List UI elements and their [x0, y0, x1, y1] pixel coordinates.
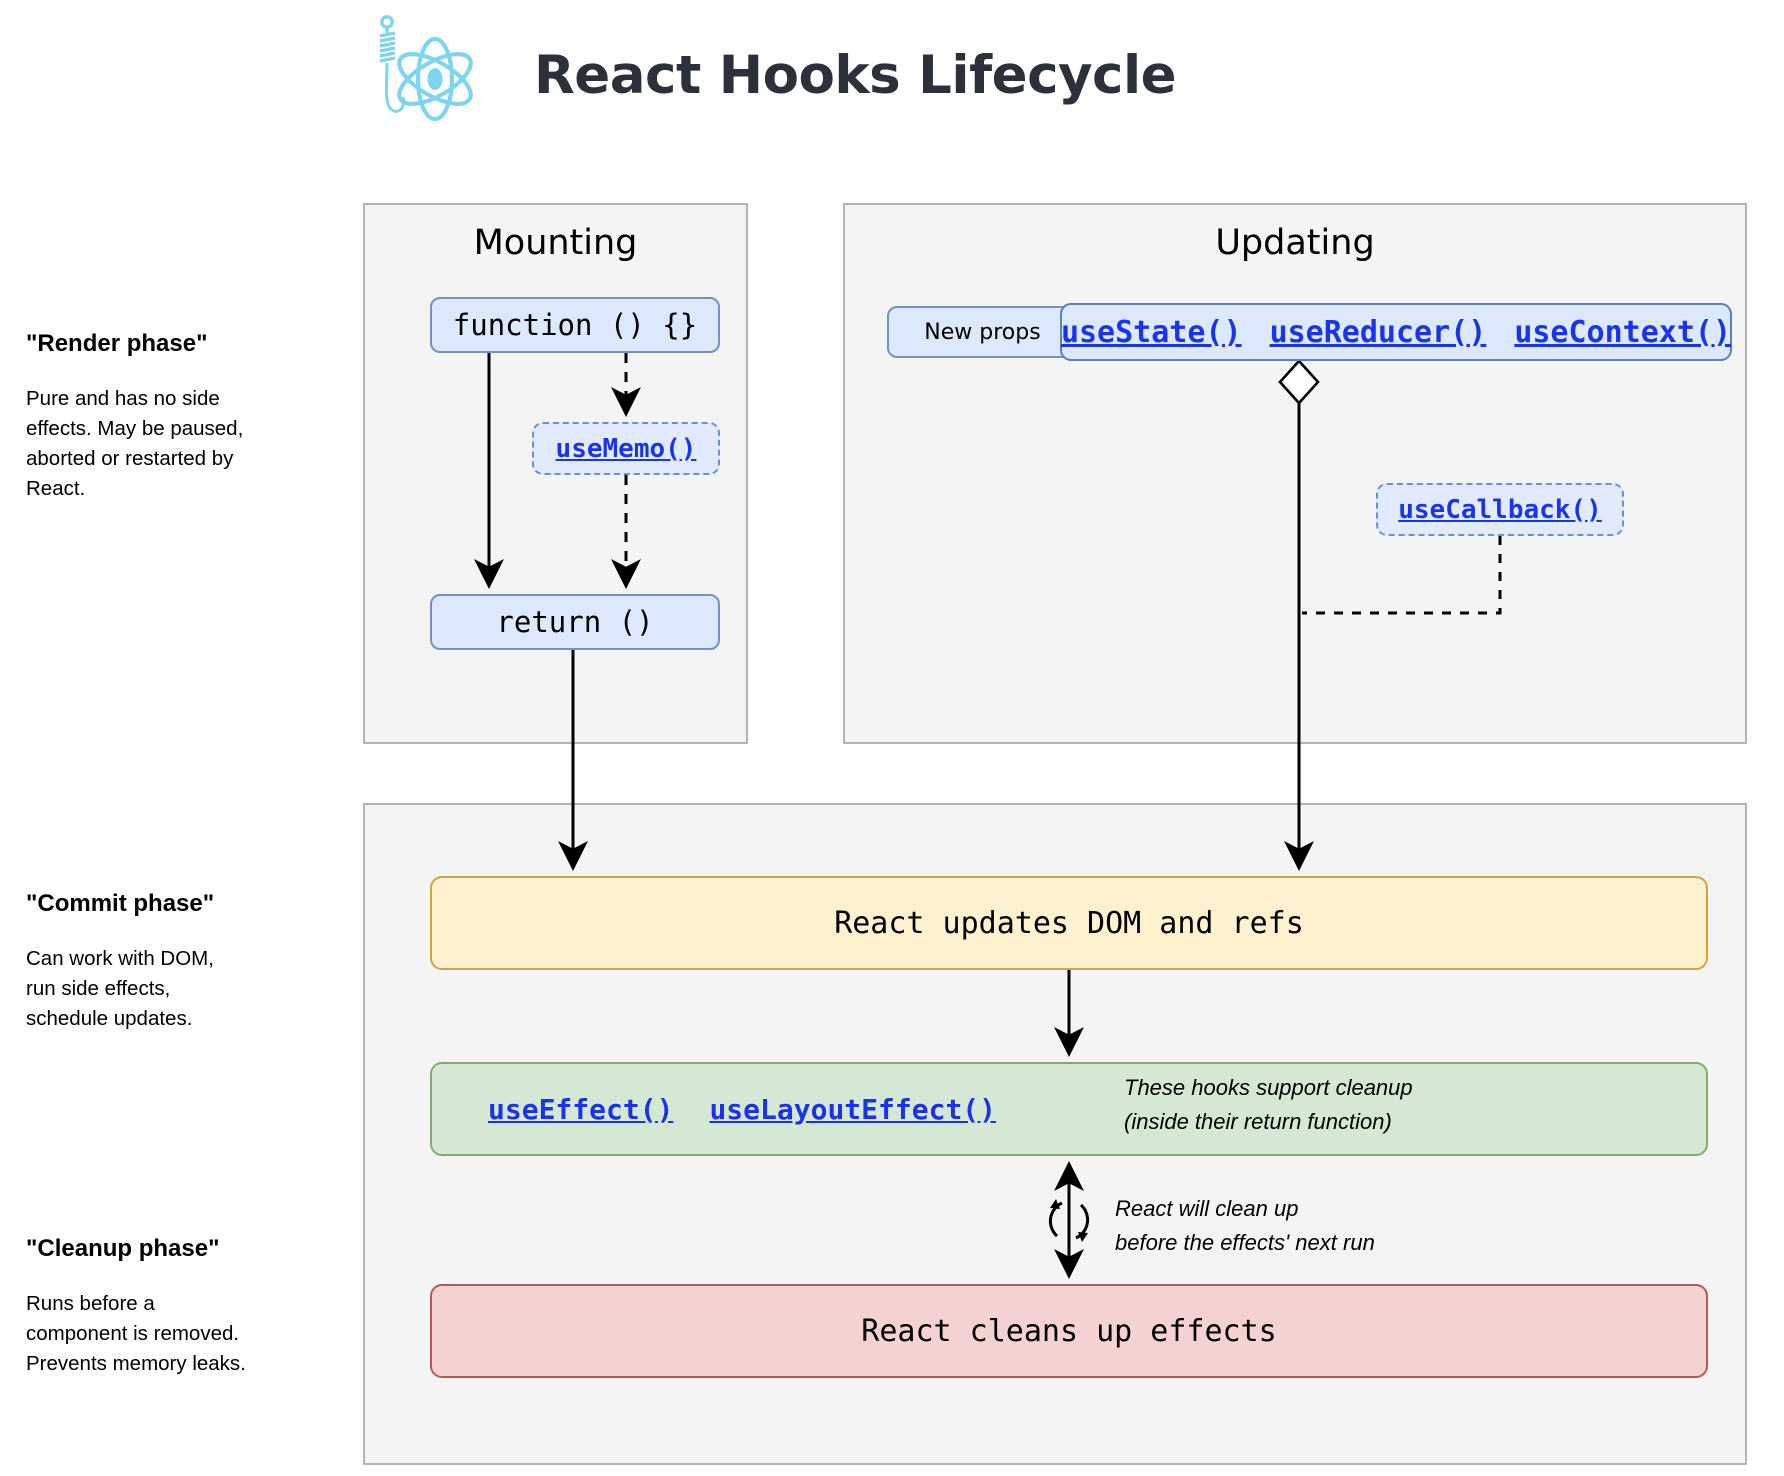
node-return[interactable]: return ()	[430, 594, 720, 650]
react-atom-hook-icon	[370, 13, 500, 138]
node-usecallback[interactable]: useCallback()	[1376, 483, 1624, 536]
phase-title-cleanup: "Cleanup phase"	[26, 1235, 220, 1262]
phase-label-render: "Render phase" Pure and has no side effe…	[26, 330, 326, 504]
phase-description-commit: Can work with DOM, run side effects, sch…	[26, 947, 214, 1030]
useeffect-link[interactable]: useEffect()	[488, 1092, 674, 1126]
effect-hook-links: useEffect() useLayoutEffect()	[488, 1093, 996, 1126]
page-title: React Hooks Lifecycle	[534, 44, 1177, 106]
node-return-label: return ()	[496, 605, 654, 639]
node-react-updates-dom-label: React updates DOM and refs	[834, 905, 1304, 941]
phase-description-cleanup: Runs before a component is removed. Prev…	[26, 1292, 246, 1375]
usereducer-link[interactable]: useReducer()	[1269, 314, 1487, 350]
panel-updating: Updating	[843, 203, 1747, 744]
page-header: React Hooks Lifecycle	[370, 10, 1177, 140]
usememo-link[interactable]: useMemo()	[555, 433, 697, 464]
phase-label-commit: "Commit phase" Can work with DOM, run si…	[26, 890, 326, 1034]
node-react-cleans-up-effects[interactable]: React cleans up effects	[430, 1284, 1708, 1378]
phase-title-commit: "Commit phase"	[26, 890, 215, 917]
node-function-declaration[interactable]: function () {}	[430, 297, 720, 353]
node-react-cleans-up-effects-label: React cleans up effects	[861, 1313, 1277, 1349]
phase-description-render: Pure and has no side effects. May be pau…	[26, 387, 244, 500]
phase-title-render: "Render phase"	[26, 330, 208, 357]
node-usememo[interactable]: useMemo()	[532, 422, 720, 475]
effects-cleanup-note: These hooks support cleanup (inside thei…	[1124, 1075, 1413, 1134]
node-function-label: function () {}	[452, 308, 698, 342]
node-new-props-label: New props	[924, 319, 1041, 345]
usecallback-link[interactable]: useCallback()	[1398, 494, 1602, 525]
node-react-updates-dom[interactable]: React updates DOM and refs	[430, 876, 1708, 970]
phase-label-cleanup: "Cleanup phase" Runs before a component …	[26, 1235, 326, 1379]
usestate-link[interactable]: useState()	[1060, 314, 1242, 350]
panel-title-updating: Updating	[1215, 223, 1375, 263]
node-effect-hooks[interactable]: useEffect() useLayoutEffect()	[430, 1062, 1708, 1156]
panel-title-mounting: Mounting	[473, 223, 638, 263]
node-update-triggers[interactable]: useState() useReducer() useContext()	[1060, 303, 1732, 361]
uselayouteffect-link[interactable]: useLayoutEffect()	[709, 1092, 997, 1126]
cleanup-timing-note: React will clean up before the effects' …	[1115, 1196, 1375, 1255]
usecontext-link[interactable]: useContext()	[1514, 314, 1732, 350]
